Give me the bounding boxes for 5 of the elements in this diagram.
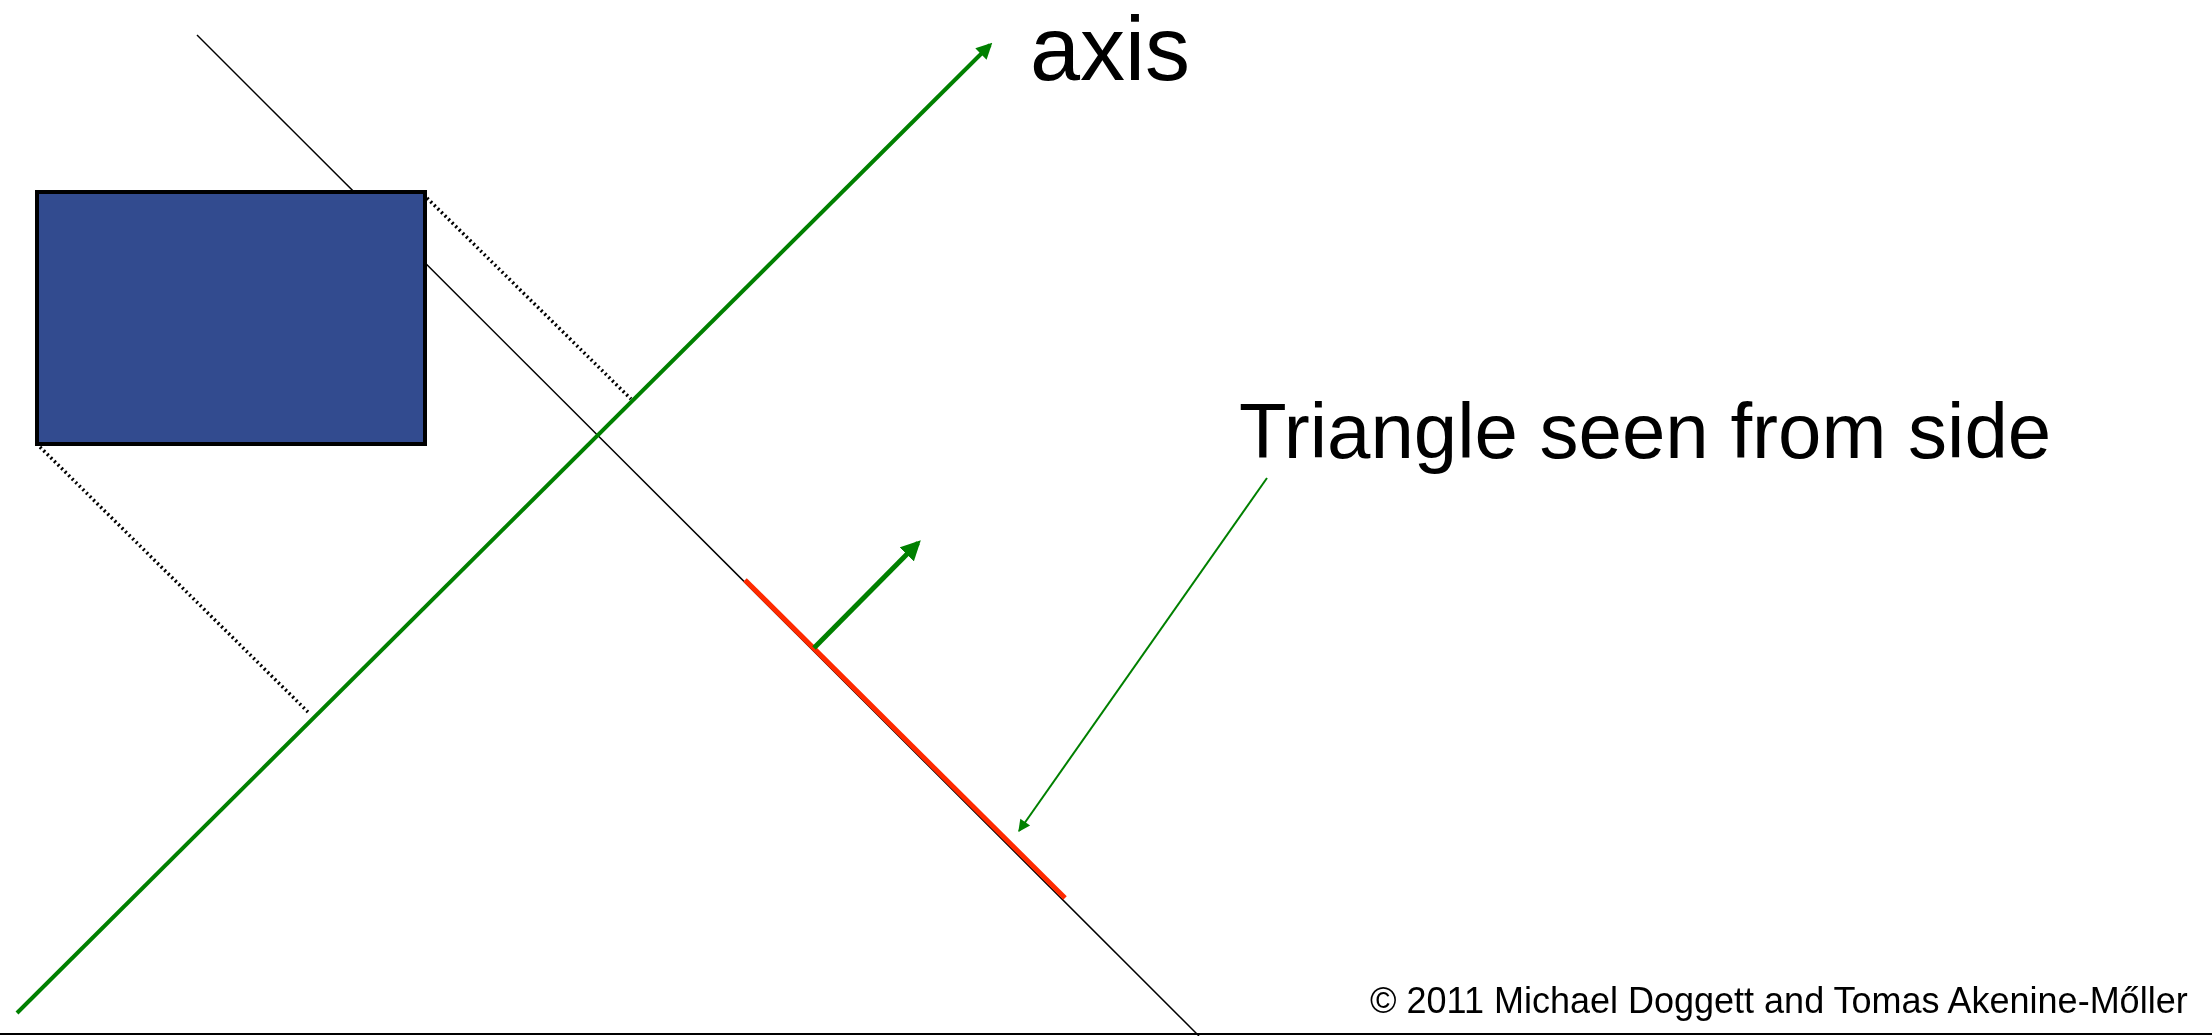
triangle-edge (743, 578, 1067, 900)
rectangle (35, 190, 427, 446)
copyright-note: © 2011 Michael Doggett and Tomas Akenine-Mőller (1370, 983, 2188, 1019)
leader-line (1018, 477, 1268, 832)
axis-label: axis (1030, 4, 1191, 94)
